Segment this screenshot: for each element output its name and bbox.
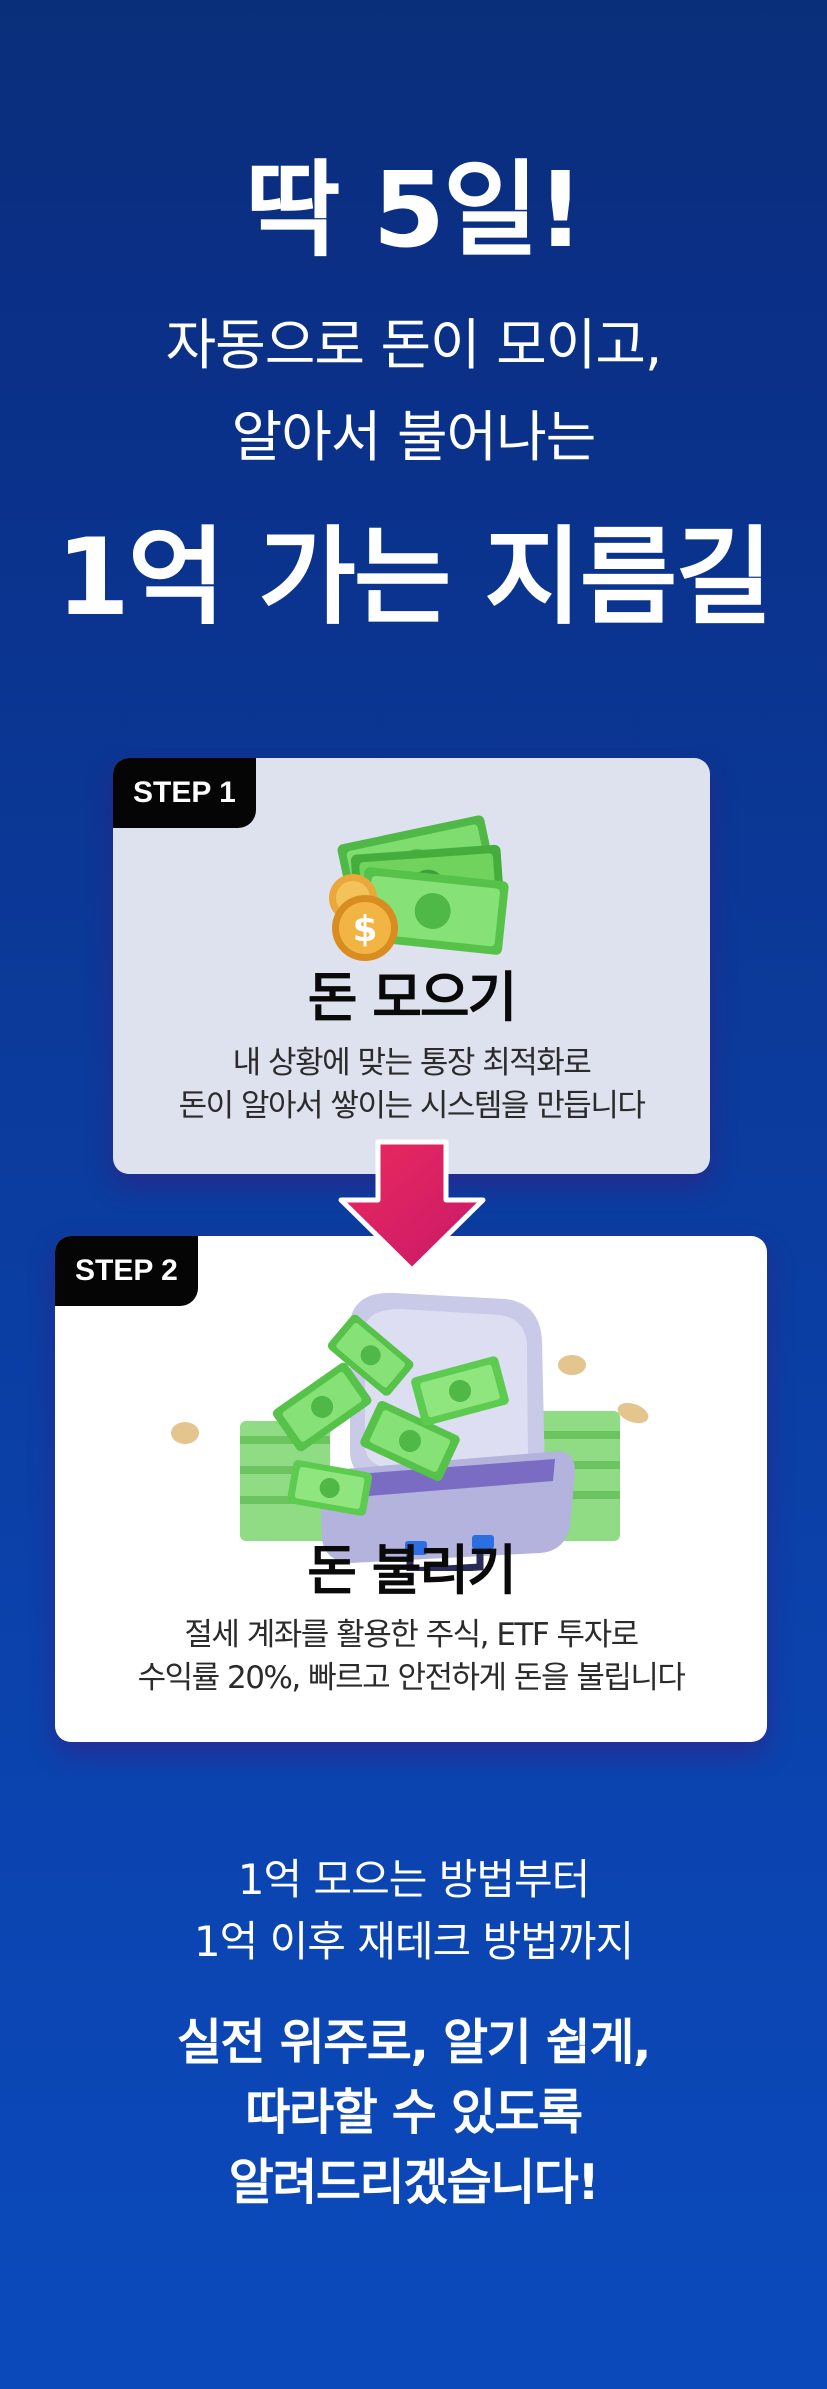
- step-1-desc-line-2: 돈이 알아서 쌓이는 시스템을 만듭니다: [178, 1088, 646, 1124]
- step-1-title: 돈 모으기: [307, 966, 518, 1029]
- footer-line-1: 1억 모으는 방법부터: [237, 1855, 591, 1904]
- step-2-desc-line-2: 수익률 20%, 빠르고 안전하게 돈을 불립니다: [137, 1660, 686, 1696]
- svg-text:$: $: [352, 909, 377, 950]
- step-1-desc-line-1: 내 상황에 맞는 통장 최적화로: [232, 1045, 592, 1081]
- step-2-desc-line-1: 절세 계좌를 활용한 주식, ETF 투자로: [184, 1617, 639, 1653]
- hero-line-1: 자동으로 돈이 모이고,: [165, 313, 663, 377]
- money-briefcase-icon: [171, 1292, 649, 1571]
- step-1-card: STEP 1 $ 돈 모으기 내 상황에 맞는 통장 최적화로 돈이 알아서 쌓…: [113, 758, 710, 1174]
- footer-bold-2: 따라할 수 있도록: [245, 2084, 583, 2141]
- hero-line-2: 알아서 불어나는: [231, 405, 597, 469]
- step-2-badge: STEP 2: [55, 1236, 198, 1306]
- footer-bold-3: 알려드리겠습니다!: [228, 2154, 600, 2211]
- footer-line-2: 1억 이후 재테크 방법까지: [193, 1917, 634, 1966]
- step-2-title: 돈 불리기: [307, 1539, 517, 1602]
- step-2-card: STEP 2: [55, 1236, 767, 1742]
- footer-bold-1: 실전 위주로, 알기 쉽게,: [176, 2014, 652, 2071]
- hero-headline: 1억 가는 지름길: [56, 516, 773, 639]
- money-bills-and-coin-icon: $: [329, 815, 509, 961]
- step-1-badge: STEP 1: [113, 758, 256, 828]
- down-arrow-icon: [338, 1139, 486, 1273]
- hero-title: 딱 5일!: [244, 149, 584, 271]
